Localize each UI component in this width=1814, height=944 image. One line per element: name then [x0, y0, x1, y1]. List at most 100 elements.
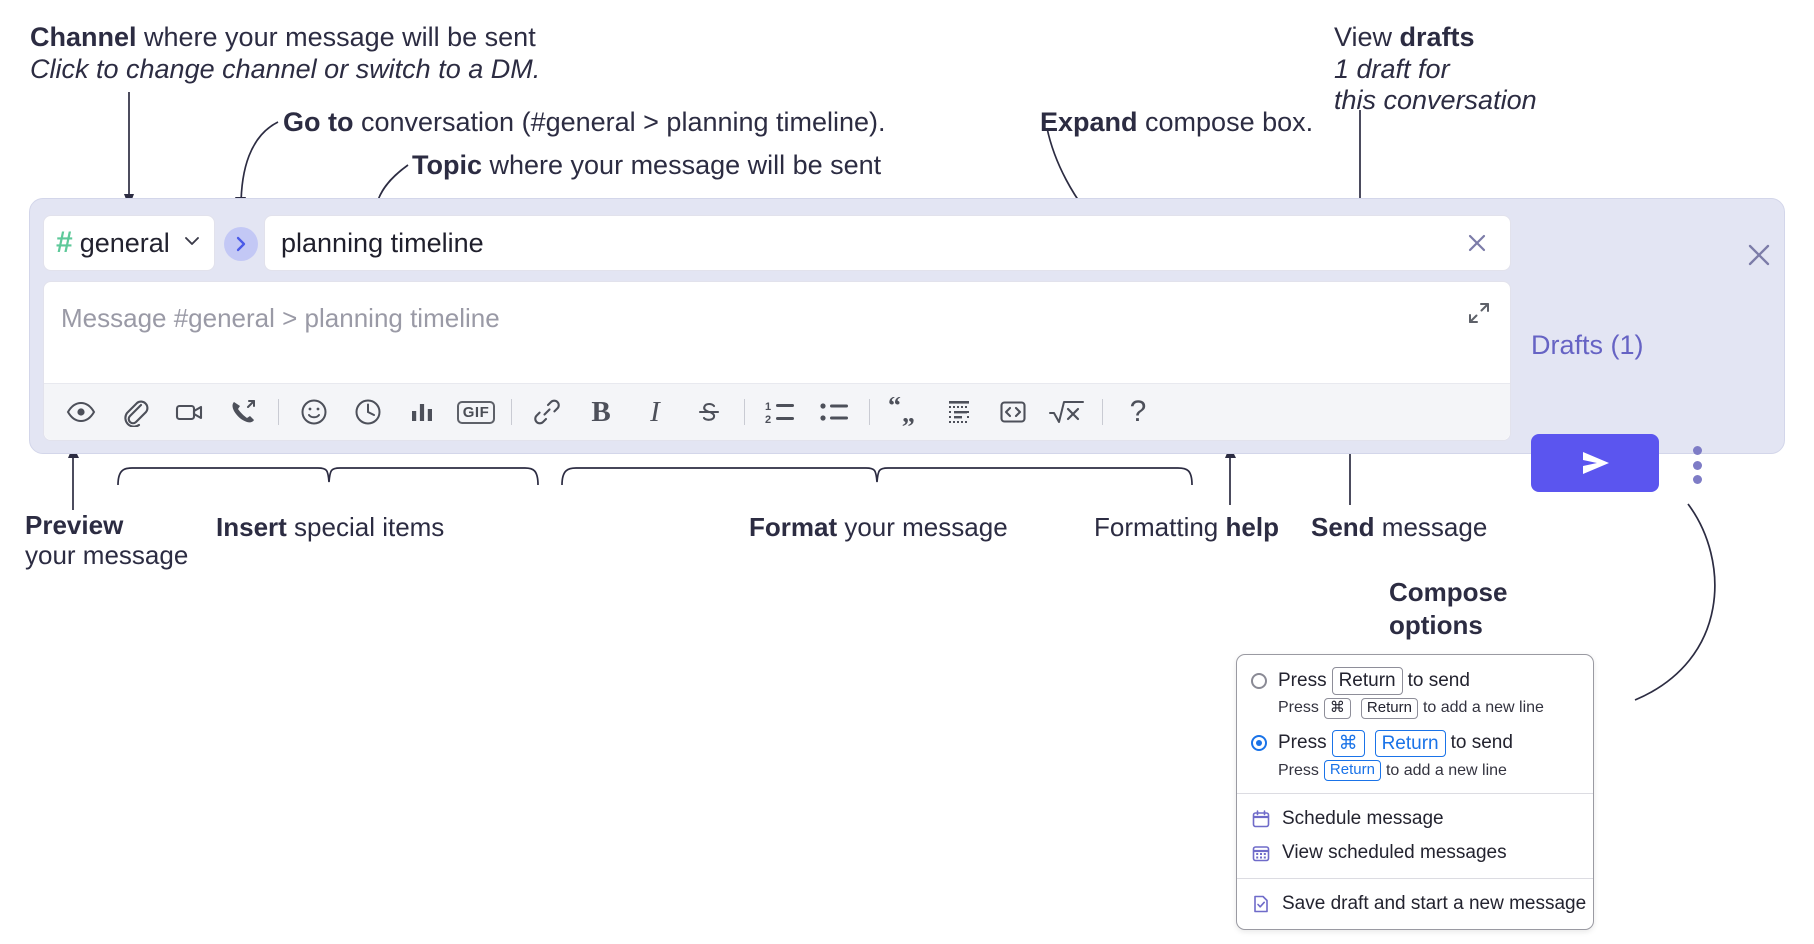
annotation-help-bold: help	[1225, 512, 1279, 542]
radio-button[interactable]	[1251, 672, 1267, 689]
annotation-help-plain: Formatting	[1094, 512, 1226, 542]
bold-button[interactable]: B	[581, 392, 621, 432]
annotation-send: Send message	[1311, 512, 1487, 542]
expand-compose-button[interactable]	[1462, 296, 1496, 330]
key-return: Return	[1331, 667, 1403, 695]
strikethrough-button[interactable]	[689, 392, 729, 432]
gif-label: GIF	[456, 400, 496, 424]
video-clip-button[interactable]	[169, 392, 209, 432]
annotation-drafts-bold: drafts	[1399, 22, 1475, 52]
calendar-icon	[1251, 809, 1271, 829]
blockquote-button[interactable]: “ „	[885, 392, 925, 432]
option-action-label: to send	[1450, 732, 1513, 754]
chevron-down-icon	[182, 231, 202, 256]
key-command: ⌘	[1331, 729, 1365, 758]
annotation-topic: Topic where your message will be sent	[412, 150, 881, 182]
menu-item-schedule-message[interactable]: Schedule message	[1237, 802, 1593, 836]
bulleted-list-icon	[820, 403, 848, 421]
key-return: Return	[1323, 760, 1381, 781]
more-vertical-icon-dot	[1692, 475, 1702, 484]
message-input-box[interactable]: Message #general > planning timeline	[43, 281, 1511, 441]
annotation-compose-l1: Compose	[1389, 577, 1508, 607]
video-camera-icon	[175, 404, 203, 421]
emoji-button[interactable]	[294, 392, 334, 432]
formatting-toolbar: GIF B I 1 2	[44, 383, 1510, 440]
gif-button[interactable]: GIF	[456, 392, 496, 432]
menu-item-label: View scheduled messages	[1282, 842, 1507, 863]
clock-icon	[355, 399, 381, 425]
question-mark-label: ?	[1129, 395, 1147, 428]
menu-item-label: Schedule message	[1282, 808, 1444, 829]
annotation-insert: Insert special items	[216, 512, 444, 542]
topic-value: planning timeline	[281, 227, 484, 258]
expand-diagonal-icon	[1469, 303, 1489, 323]
send-paper-plane-icon	[1583, 452, 1609, 474]
code-button[interactable]	[993, 392, 1033, 432]
send-option-return[interactable]: Press Return to send	[1237, 664, 1593, 696]
math-button[interactable]	[1047, 392, 1087, 432]
quote-icon: “ „	[888, 397, 915, 427]
smiley-icon	[301, 399, 327, 425]
option-action-label: to send	[1407, 669, 1470, 691]
code-block-icon	[949, 401, 969, 423]
annotation-topic-rest: where your message will be sent	[482, 150, 882, 180]
poll-button[interactable]	[402, 392, 442, 432]
ordered-list-icon: 1 2	[765, 401, 794, 426]
attach-file-button[interactable]	[115, 392, 155, 432]
message-placeholder: Message #general > planning timeline	[61, 303, 500, 333]
menu-item-save-draft[interactable]: Save draft and start a new message	[1237, 887, 1593, 921]
drafts-link[interactable]: Drafts (1)	[1531, 330, 1644, 360]
svg-text:1: 1	[765, 401, 771, 413]
annotation-preview-l2: your message	[25, 540, 189, 571]
annotation-drafts-plain: View	[1334, 22, 1400, 52]
close-compose-button[interactable]	[1742, 238, 1776, 272]
sub-press-label: Press	[1278, 761, 1319, 779]
chevron-right-icon	[236, 236, 246, 252]
annotation-channel-bold: Channel	[30, 22, 137, 52]
paperclip-icon	[124, 400, 149, 427]
menu-item-label: Save draft and start a new message	[1282, 893, 1587, 914]
link-icon	[534, 399, 560, 425]
code-block-button[interactable]	[939, 392, 979, 432]
channel-selector[interactable]: # general	[43, 215, 215, 271]
annotation-format-rest: your message	[837, 512, 1008, 542]
radio-button-selected[interactable]	[1251, 735, 1267, 752]
svg-text:„: „	[902, 399, 915, 427]
phone-forward-icon	[232, 400, 255, 423]
annotation-drafts-l3: this conversation	[1334, 85, 1537, 116]
ordered-list-button[interactable]: 1 2	[760, 392, 800, 432]
square-root-x-icon	[1049, 401, 1084, 423]
huddle-button[interactable]	[223, 392, 263, 432]
bar-chart-icon	[412, 404, 432, 421]
sub-action-label: to add a new line	[1422, 699, 1544, 717]
annotation-goto-rest: conversation (#general > planning timeli…	[353, 107, 886, 137]
bulleted-list-button[interactable]	[814, 392, 854, 432]
calendar-grid-icon	[1251, 843, 1271, 863]
menu-item-view-scheduled-messages[interactable]: View scheduled messages	[1237, 836, 1593, 870]
close-icon[interactable]	[1460, 226, 1494, 260]
go-to-conversation-button[interactable]	[224, 227, 258, 261]
reminder-button[interactable]	[348, 392, 388, 432]
code-inline-icon	[1000, 401, 1026, 423]
annotation-format: Format your message	[749, 512, 1008, 542]
menu-divider	[1237, 793, 1593, 794]
annotation-goto-bold: Go to	[283, 107, 354, 137]
send-button[interactable]	[1531, 434, 1659, 492]
toolbar-divider	[1102, 399, 1103, 425]
more-vertical-icon-dot	[1692, 460, 1702, 470]
annotation-insert-rest: special items	[286, 512, 445, 542]
compose-options-button[interactable]	[1685, 443, 1709, 487]
sub-press-label: Press	[1278, 699, 1319, 717]
close-icon	[1748, 244, 1770, 266]
topic-input[interactable]: planning timeline	[264, 215, 1511, 271]
annotation-format-bold: Format	[749, 512, 838, 542]
more-vertical-icon-dot	[1692, 446, 1702, 455]
formatting-help-button[interactable]: ?	[1118, 392, 1158, 432]
eye-icon	[66, 401, 96, 423]
link-button[interactable]	[527, 392, 567, 432]
annotation-channel-sub: Click to change channel or switch to a D…	[30, 53, 541, 84]
italic-button[interactable]: I	[635, 392, 675, 432]
send-option-return-sub: Press ⌘ Return to add a new line	[1237, 696, 1593, 723]
send-option-cmd-return[interactable]: Press ⌘ Return to send	[1237, 723, 1593, 759]
preview-button[interactable]	[61, 392, 101, 432]
